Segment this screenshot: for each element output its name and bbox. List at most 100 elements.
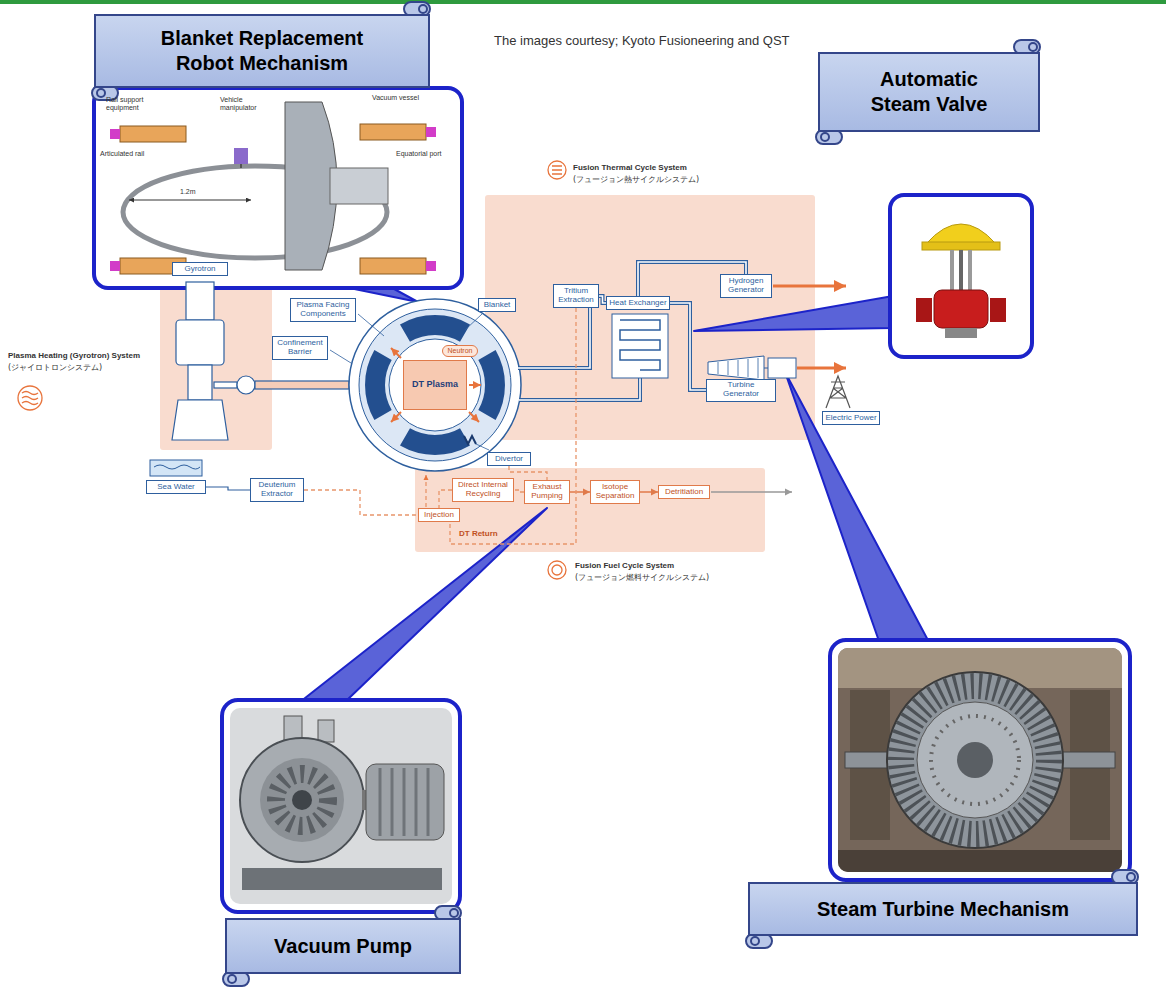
robot-image-part [426,261,436,271]
turbine-generator-drawing-part [718,358,758,378]
heat-exchanger-coil [612,314,668,378]
valve-image-part [890,195,1032,357]
gyrotron-device-part [186,282,214,320]
valve-image-part [950,250,954,292]
connector [638,262,746,296]
valve-image-part [968,250,972,292]
node-text: Sea Water [157,483,195,492]
flow-arrow-part [425,475,426,507]
connector [670,303,706,390]
neutron-arrow-part [469,412,479,422]
scroll-curl-part [821,133,829,141]
system-subtitle: (フュージョン燃料サイクルシステム) [575,572,709,584]
scroll-curl-part [746,934,772,948]
torus-part-part [400,315,470,342]
dimension-label: 1.2m [180,188,196,196]
torus-part [365,315,505,455]
connector [514,490,524,492]
pump-image-part-part [366,764,444,840]
pump-image-part-part [240,738,364,862]
connector-line [304,490,418,515]
system-icon-part [552,166,562,174]
header-rule [0,0,1166,4]
turbine-image-part-part [957,742,993,778]
scroll-curl-part [223,972,249,986]
process-box: Turbine Generator [706,379,776,402]
torus-part [389,339,481,431]
process-box: Deuterium Extractor [250,478,304,502]
system-icon-part [18,386,42,410]
power-tower [826,376,850,408]
node-text: Hydrogen Generator [723,277,769,295]
pump-image-part-part [230,708,452,904]
process-box: Tritium Extraction [553,284,599,308]
process-box: Heat Exchanger [606,296,670,310]
pump-image-part-part [260,758,344,842]
process-box: Hydrogen Generator [720,274,772,298]
callout-tail-part [785,372,930,644]
torus-part-part [365,350,392,420]
neutron-arrow [391,348,481,422]
node-text: Exhaust Pumping [527,483,567,501]
turbine-image-part-part [931,716,1019,804]
node-text: Divertor [495,455,523,464]
connector-line [570,491,590,493]
gyrotron-device-part [172,400,228,440]
scroll-curl-part [751,937,759,945]
connector-line [514,490,524,492]
robot-image-part [120,126,186,142]
sea-water-tank-part [150,460,202,476]
callout-title: Blanket Replacement Robot Mechanism [94,14,430,88]
pump-image-part-part [242,868,442,890]
node-text: Tritium Extraction [556,287,596,305]
node-text: Automatic Steam Valve [854,67,1004,117]
coolant-pipe-part [519,378,640,400]
system-subtitle: (ジャイロトロンシステム) [8,362,140,374]
scroll-curl-part [450,909,458,917]
pipe-core [599,296,606,303]
coolant-pipe-part [518,308,590,368]
node-text: Plasma Facing Components [293,301,353,319]
valve-image [890,195,1032,357]
system-icon [18,161,566,579]
callout-title: Automatic Steam Valve [818,52,1040,132]
component-box: Divertor [487,452,531,466]
robot-image-part [426,127,436,137]
system-title: Fusion Thermal Cycle System [573,162,699,174]
output-arrow-part [773,285,846,288]
neutron-arrow-part [391,412,401,422]
connector [304,490,418,515]
turbine-generator-drawing-part [764,368,768,369]
turbine-generator-drawing-part [768,358,796,378]
scroll-curl-part [1029,43,1037,51]
node-text: Electric Power [825,414,876,423]
connector [599,296,606,303]
scroll-curl-part [228,975,236,983]
plasma-box: DT Plasma [403,360,467,410]
robot-image-part [129,200,251,201]
gyrotron-device-part [188,365,212,400]
sea-water-tank-part [154,465,200,469]
output-box: Electric Power [822,411,880,425]
output-arrow [773,286,846,368]
connector [640,492,658,493]
connector-line [670,303,706,390]
system-title: Fusion Fuel Cycle System [575,560,709,572]
part-label: Articulated rail [100,150,144,158]
turbine-generator-drawing-part [708,356,764,380]
part-label: Vacuum vessel [372,94,419,102]
node-text: Deuterium Extractor [253,481,301,499]
process-box: Direct Internal Recycling [452,478,514,502]
leader-line-part [330,350,351,363]
pump-image-part [230,708,452,904]
scroll-curl-part [816,130,842,144]
connector-line [450,308,576,544]
valve-image-part [934,290,988,328]
torus-part [349,299,521,471]
node-text: Blanket Replacement Robot Mechanism [142,26,382,76]
pump-image-part-part [292,790,312,810]
leader-line [330,314,489,450]
flow-arrow-part [711,491,792,493]
particle-oval: Neutron [442,345,478,357]
system-title: Plasma Heating (Gyrotron) System [8,350,140,362]
